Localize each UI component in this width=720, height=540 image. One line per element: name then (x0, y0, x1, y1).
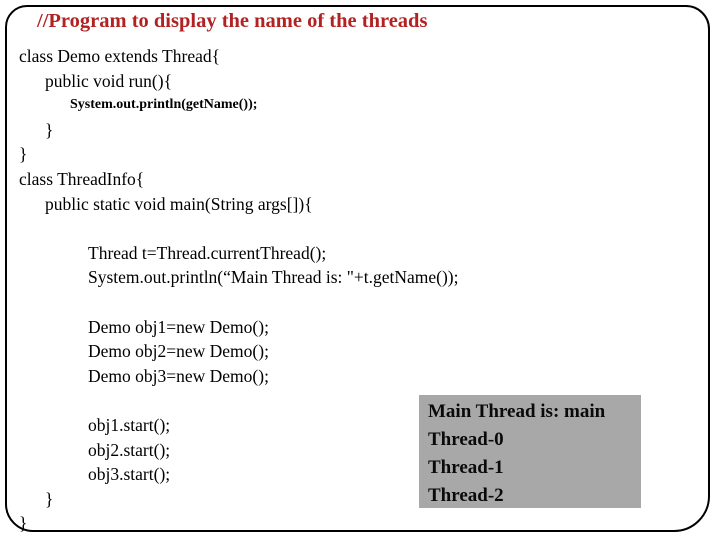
code-line-blank (19, 388, 459, 413)
code-line: class Demo extends Thread{ (19, 46, 221, 66)
slide-border (5, 5, 710, 532)
code-line: public void run(){ (45, 70, 172, 91)
code-line: System.out.println(“Main Thread is: "+t.… (88, 267, 459, 288)
code-line: } (45, 488, 54, 509)
code-line: Demo obj3=new Demo(); (88, 365, 269, 386)
code-line: } (45, 119, 54, 140)
output-line: Thread-1 (428, 457, 504, 478)
program-output-box: Main Thread is: main Thread-0 Thread-1 T… (419, 395, 641, 508)
code-line: } (19, 513, 28, 534)
output-line: Thread-0 (428, 429, 504, 450)
code-line: obj3.start(); (88, 464, 171, 485)
code-line: Demo obj2=new Demo(); (88, 341, 269, 362)
code-line: obj2.start(); (88, 439, 171, 460)
code-line: obj1.start(); (88, 414, 171, 435)
code-block: class Demo extends Thread{ public void r… (19, 44, 459, 536)
code-line: Demo obj1=new Demo(); (88, 316, 269, 337)
output-line: Thread-2 (428, 485, 504, 506)
code-line: public static void main(String args[]){ (45, 193, 313, 214)
code-line: class ThreadInfo{ (19, 168, 145, 189)
output-line: Main Thread is: main (428, 401, 606, 422)
slide-title: //Program to display the name of the thr… (37, 10, 428, 32)
code-line: Thread t=Thread.currentThread(); (88, 242, 327, 263)
code-line: System.out.println(getName()); (70, 97, 258, 113)
code-line: } (19, 144, 28, 165)
code-line-blank (19, 290, 459, 315)
code-line-blank (19, 216, 459, 241)
